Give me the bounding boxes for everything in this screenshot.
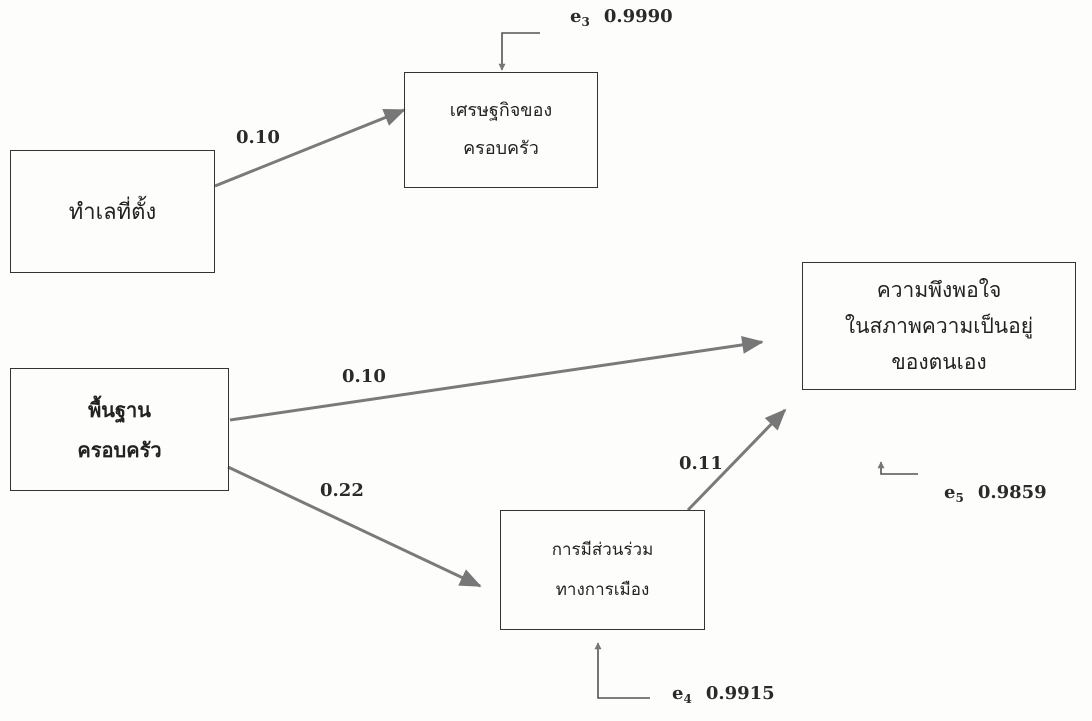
arrow-background-to-participation bbox=[227, 465, 482, 588]
node-family-background: พื้นฐาน ครอบครัว bbox=[10, 368, 229, 491]
node-family-background-line-1: พื้นฐาน bbox=[88, 397, 151, 422]
error-e5-symbol: e bbox=[944, 482, 956, 503]
arrow-participation-to-satisfaction bbox=[686, 408, 787, 512]
node-family-economy: เศรษฐกิจของ ครอบครัว bbox=[404, 72, 598, 188]
node-satisfaction: ความพึงพอใจ ในสภาพความเป็นอยู่ ของตนเอง bbox=[802, 262, 1076, 390]
node-location-line-1: ทำเลที่ตั้ง bbox=[68, 200, 157, 225]
error-e5-value: 0.9859 bbox=[977, 482, 1047, 503]
node-family-economy-line-1: เศรษฐกิจของ bbox=[449, 100, 553, 121]
node-participation-line-1: การมีส่วนร่วม bbox=[551, 540, 654, 560]
coef-location-to-economy: 0.10 bbox=[236, 127, 280, 148]
node-participation: การมีส่วนร่วม ทางการเมือง bbox=[500, 510, 705, 630]
error-term-e3: e3 0.9990 bbox=[570, 6, 673, 29]
arrow-background-to-satisfaction bbox=[229, 335, 764, 422]
error-e5-index: 5 bbox=[955, 491, 964, 505]
error-e4-index: 4 bbox=[683, 692, 692, 706]
coef-participation-to-satisfaction: 0.11 bbox=[679, 453, 723, 474]
error-term-e4: e4 0.9915 bbox=[672, 683, 775, 706]
node-satisfaction-line-2: ในสภาพความเป็นอยู่ bbox=[844, 314, 1034, 338]
arrow-location-to-economy bbox=[214, 108, 406, 188]
error-e3-value: 0.9990 bbox=[603, 6, 673, 27]
error-e3-symbol: e bbox=[570, 6, 582, 27]
error-arrow-e5 bbox=[877, 461, 918, 475]
node-location: ทำเลที่ตั้ง bbox=[10, 150, 215, 273]
error-term-e5: e5 0.9859 bbox=[944, 482, 1047, 505]
node-family-background-line-2: ครอบครัว bbox=[77, 437, 162, 462]
error-arrow-e4 bbox=[594, 642, 650, 699]
coef-background-to-satisfaction: 0.10 bbox=[342, 366, 386, 387]
error-arrow-e3 bbox=[498, 32, 540, 71]
error-e4-value: 0.9915 bbox=[705, 683, 775, 704]
error-e3-index: 3 bbox=[581, 15, 590, 29]
node-satisfaction-line-1: ความพึงพอใจ bbox=[876, 278, 1002, 302]
node-satisfaction-line-3: ของตนเอง bbox=[891, 350, 987, 374]
error-e4-symbol: e bbox=[672, 683, 684, 704]
node-participation-line-2: ทางการเมือง bbox=[555, 580, 650, 600]
coef-background-to-participation: 0.22 bbox=[320, 480, 364, 501]
node-family-economy-line-2: ครอบครัว bbox=[463, 138, 539, 159]
